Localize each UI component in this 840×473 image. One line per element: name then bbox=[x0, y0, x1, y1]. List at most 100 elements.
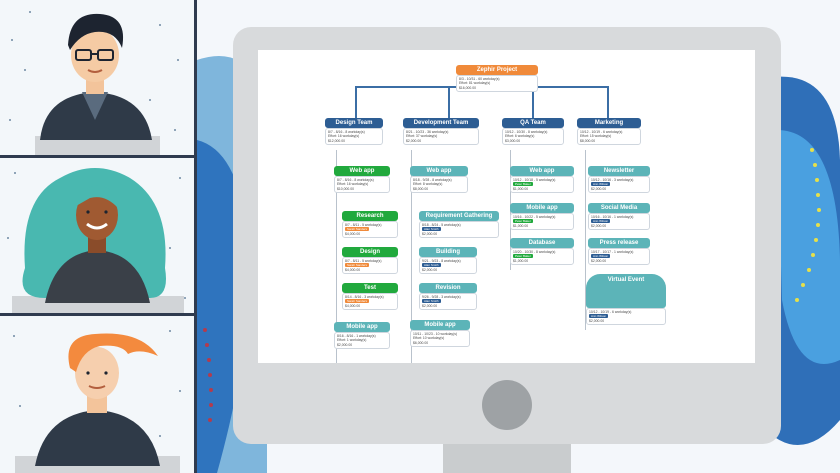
task-title: Revision bbox=[419, 283, 477, 293]
task-dates: 9/21 - 9/23 - 8 workday(s) bbox=[422, 259, 461, 263]
team-cost: $12,000.00 bbox=[328, 138, 345, 143]
qa-task-webapp[interactable]: Web app 10/12 - 10/18 - 5 workday(s)Pete… bbox=[510, 166, 574, 194]
participants-panel bbox=[0, 0, 196, 473]
participant-tile-1[interactable] bbox=[0, 0, 194, 155]
participant-tile-2[interactable] bbox=[0, 158, 194, 313]
connector-line bbox=[607, 86, 609, 120]
task-effort: Effort: 10 workday(s) bbox=[413, 336, 445, 341]
assignee-chip: Ann Wilson bbox=[591, 182, 611, 187]
task-title: Mobile app bbox=[410, 320, 470, 330]
connector-line bbox=[532, 86, 534, 120]
design-task-webapp[interactable]: Web app 8/7 - 8/16 - 8 workday(s)Effort:… bbox=[334, 166, 390, 194]
task-dates: 9/26 - 9/28 - 3 workday(s) bbox=[422, 295, 461, 299]
dev-task-mobileapp[interactable]: Mobile app 10/11 - 10/23 - 10 workday(s)… bbox=[410, 320, 470, 348]
project-node[interactable]: Zephir Project 8/3 - 10/31 - 60 workday(… bbox=[456, 65, 538, 93]
mkt-task-virtual-event[interactable]: Virtual Event 10/12 - 10/19 - 6 workday(… bbox=[586, 274, 666, 326]
dev-task-webapp[interactable]: Web app 8/18 - 9/28 - 8 workday(s)Effort… bbox=[410, 166, 468, 194]
task-dates: 10/12 - 10/16 - 3 workday(s) bbox=[591, 178, 634, 182]
qa-task-mobileapp[interactable]: Mobile app 10/16 - 10/22 - 5 workday(s)P… bbox=[510, 203, 574, 231]
task-title: Web app bbox=[334, 166, 390, 176]
design-task-design[interactable]: Design 8/7 - 8/11 - 5 workday(s)Sarah Sa… bbox=[342, 247, 398, 275]
mindmap-screen[interactable]: Zephir Project 8/3 - 10/31 - 60 workday(… bbox=[258, 50, 755, 363]
task-dates: 10/12 - 10/19 - 6 workday(s) bbox=[589, 310, 632, 314]
task-title: Research bbox=[342, 211, 398, 221]
qa-task-database[interactable]: Database 10/20 - 10/30 - 8 workday(s)Pet… bbox=[510, 238, 574, 266]
mkt-task-press-release[interactable]: Press release 10/17 - 10/17 - 1 workday(… bbox=[588, 238, 650, 266]
monitor-stand bbox=[443, 444, 571, 473]
mkt-task-social-media[interactable]: Social Media 10/16 - 10/16 - 1 workday(s… bbox=[588, 203, 650, 231]
team-node-marketing[interactable]: Marketing 10/12 - 10/19 - 6 workday(s)Ef… bbox=[577, 118, 641, 146]
task-cost: $4,000.00 bbox=[345, 231, 361, 236]
tile-divider bbox=[0, 313, 196, 316]
task-title: Requirement Gathering bbox=[419, 211, 499, 221]
power-button[interactable] bbox=[482, 380, 532, 430]
team-node-design[interactable]: Design Team 8/7 - 8/16 - 8 workday(s)Eff… bbox=[325, 118, 383, 146]
assignee-chip: Peter Baker bbox=[513, 254, 533, 259]
team-cost: $3,000.00 bbox=[505, 138, 521, 143]
task-title: Web app bbox=[510, 166, 574, 176]
connector-line bbox=[336, 150, 337, 363]
task-title: Database bbox=[510, 238, 574, 248]
assignee-chip: Sarah Sanders bbox=[345, 299, 370, 304]
dev-task-revision[interactable]: Revision 9/26 - 9/28 - 3 workday(s)Alan … bbox=[419, 283, 477, 311]
task-cost: $4,000.00 bbox=[345, 303, 361, 308]
design-task-mobileapp[interactable]: Mobile app 8/16 - 8/16 - 1 workday(s)Eff… bbox=[334, 322, 390, 350]
connector-line bbox=[411, 150, 412, 363]
team-title: Marketing bbox=[577, 118, 641, 128]
task-cost: $2,000.00 bbox=[591, 186, 607, 191]
team-cost: $8,000.00 bbox=[580, 138, 596, 143]
task-dates: 10/16 - 10/16 - 1 workday(s) bbox=[591, 215, 634, 219]
task-dates: 8/7 - 8/11 - 5 workday(s) bbox=[345, 223, 382, 227]
task-dates: 8/7 - 8/16 - 8 workday(s) bbox=[337, 178, 374, 182]
task-title: Building bbox=[419, 247, 477, 257]
task-cost: $2,000.00 bbox=[589, 318, 605, 323]
assignee-chip: Alan Smith bbox=[422, 299, 441, 304]
project-dates: 8/3 - 10/31 - 60 workday(s) bbox=[459, 77, 500, 81]
assignee-chip: Alan Smith bbox=[422, 227, 441, 232]
task-title: Virtual Event bbox=[586, 274, 666, 308]
team-effort: Effort: 37 workday(s) bbox=[406, 134, 438, 139]
task-dates: 10/16 - 10/22 - 5 workday(s) bbox=[513, 215, 556, 219]
tile-divider bbox=[0, 155, 196, 158]
participant-tile-3[interactable] bbox=[0, 316, 194, 473]
design-task-test[interactable]: Test 8/14 - 8/16 - 3 workday(s)Sarah San… bbox=[342, 283, 398, 311]
task-title: Test bbox=[342, 283, 398, 293]
task-effort: Effort: 8 workday(s) bbox=[413, 182, 443, 187]
task-dates: 10/20 - 10/30 - 8 workday(s) bbox=[513, 250, 556, 254]
participant-avatar-1 bbox=[0, 0, 194, 155]
task-cost: $2,000.00 bbox=[337, 342, 353, 347]
task-cost: $2,000.00 bbox=[591, 223, 607, 228]
task-cost: $1,000.00 bbox=[513, 186, 529, 191]
team-dates: 10/12 - 10/19 - 6 workday(s) bbox=[580, 130, 623, 134]
assignee-chip: Ann Wilson bbox=[589, 314, 609, 319]
assignee-chip: Ann Wilson bbox=[591, 254, 611, 259]
task-cost: $1,000.00 bbox=[513, 223, 529, 228]
task-dates: 10/12 - 10/18 - 5 workday(s) bbox=[513, 178, 556, 182]
task-title: Design bbox=[342, 247, 398, 257]
project-title: Zephir Project bbox=[456, 65, 538, 75]
task-title: Web app bbox=[410, 166, 468, 176]
task-dates: 8/14 - 8/16 - 3 workday(s) bbox=[345, 295, 384, 299]
dev-task-requirement-gathering[interactable]: Requirement Gathering 8/18 - 8/24 - 5 wo… bbox=[419, 211, 499, 239]
team-node-qa[interactable]: QA Team 10/12 - 10/30 - 8 workday(s)Effo… bbox=[502, 118, 564, 146]
team-title: Design Team bbox=[325, 118, 383, 128]
team-node-development[interactable]: Development Team 8/21 - 10/23 - 36 workd… bbox=[403, 118, 479, 146]
task-cost: $4,000.00 bbox=[345, 267, 361, 272]
team-dates: 8/7 - 8/16 - 8 workday(s) bbox=[328, 130, 365, 134]
task-dates: 10/11 - 10/23 - 10 workday(s) bbox=[413, 332, 458, 336]
task-dates: 8/18 - 9/28 - 8 workday(s) bbox=[413, 178, 452, 182]
connector-line bbox=[355, 86, 357, 120]
task-dates: 8/16 - 8/16 - 1 workday(s) bbox=[337, 334, 376, 338]
task-dates: 8/7 - 8/11 - 5 workday(s) bbox=[345, 259, 382, 263]
task-title: Press release bbox=[588, 238, 650, 248]
panel-divider bbox=[194, 0, 197, 473]
team-title: QA Team bbox=[502, 118, 564, 128]
team-dates: 8/21 - 10/23 - 36 workday(s) bbox=[406, 130, 449, 134]
design-task-research[interactable]: Research 8/7 - 8/11 - 5 workday(s)Sarah … bbox=[342, 211, 398, 239]
connector-line bbox=[585, 150, 586, 330]
assignee-chip: Alan Smith bbox=[422, 263, 441, 268]
mkt-task-newsletter[interactable]: Newsletter 10/12 - 10/16 - 3 workday(s)A… bbox=[588, 166, 650, 194]
dev-task-building[interactable]: Building 9/21 - 9/23 - 8 workday(s)Alan … bbox=[419, 247, 477, 275]
team-title: Development Team bbox=[403, 118, 479, 128]
task-title: Social Media bbox=[588, 203, 650, 213]
